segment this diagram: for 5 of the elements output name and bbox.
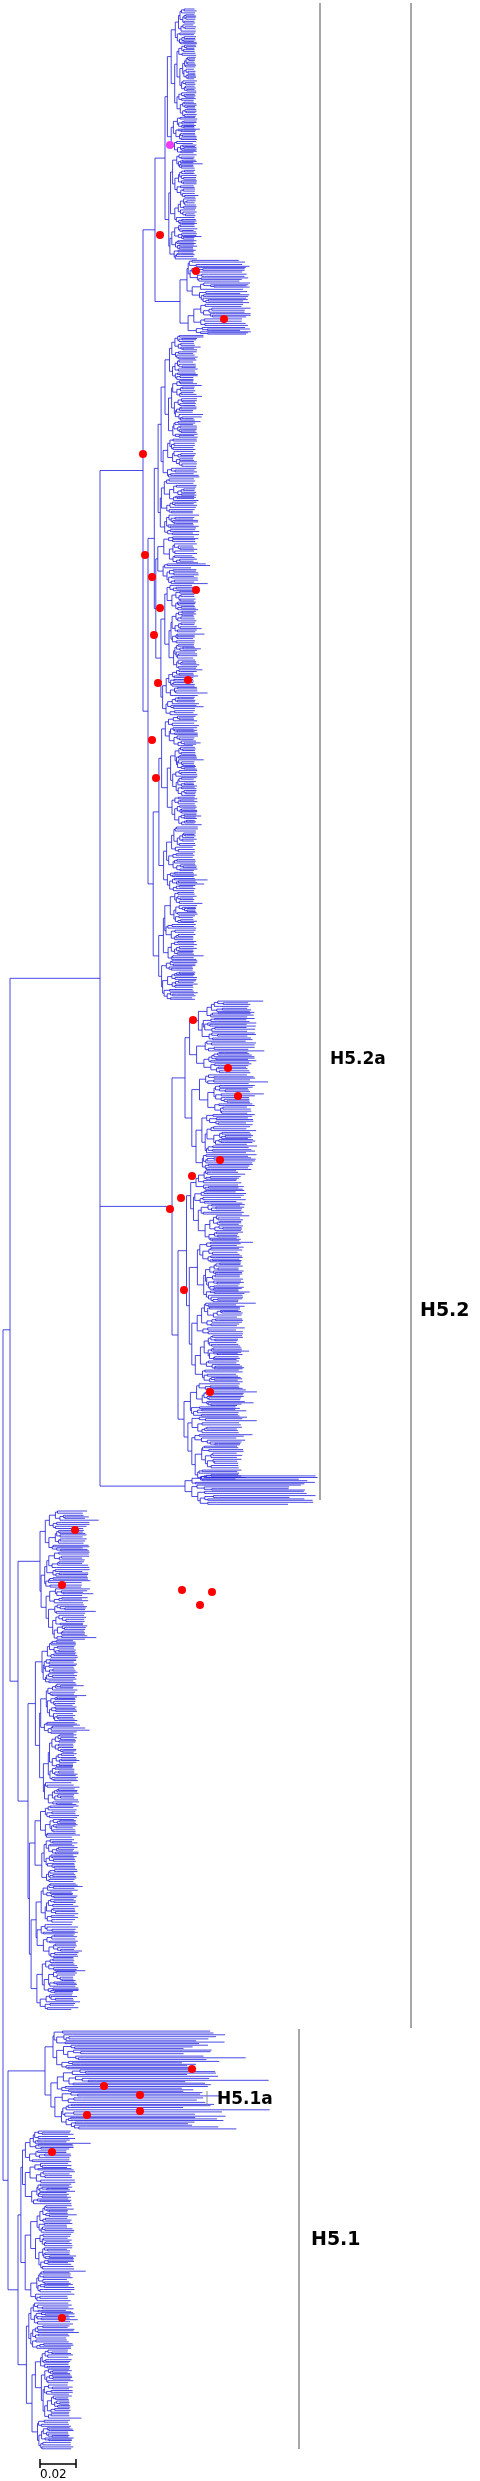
clade-label: H5.1: [311, 2229, 361, 2248]
clade-label: H5.2a: [330, 1050, 386, 1067]
scale-label: 0.02: [40, 2468, 67, 2480]
clade-label: H5.1a: [217, 2090, 273, 2107]
clade-label: H5.2: [420, 1300, 470, 1319]
